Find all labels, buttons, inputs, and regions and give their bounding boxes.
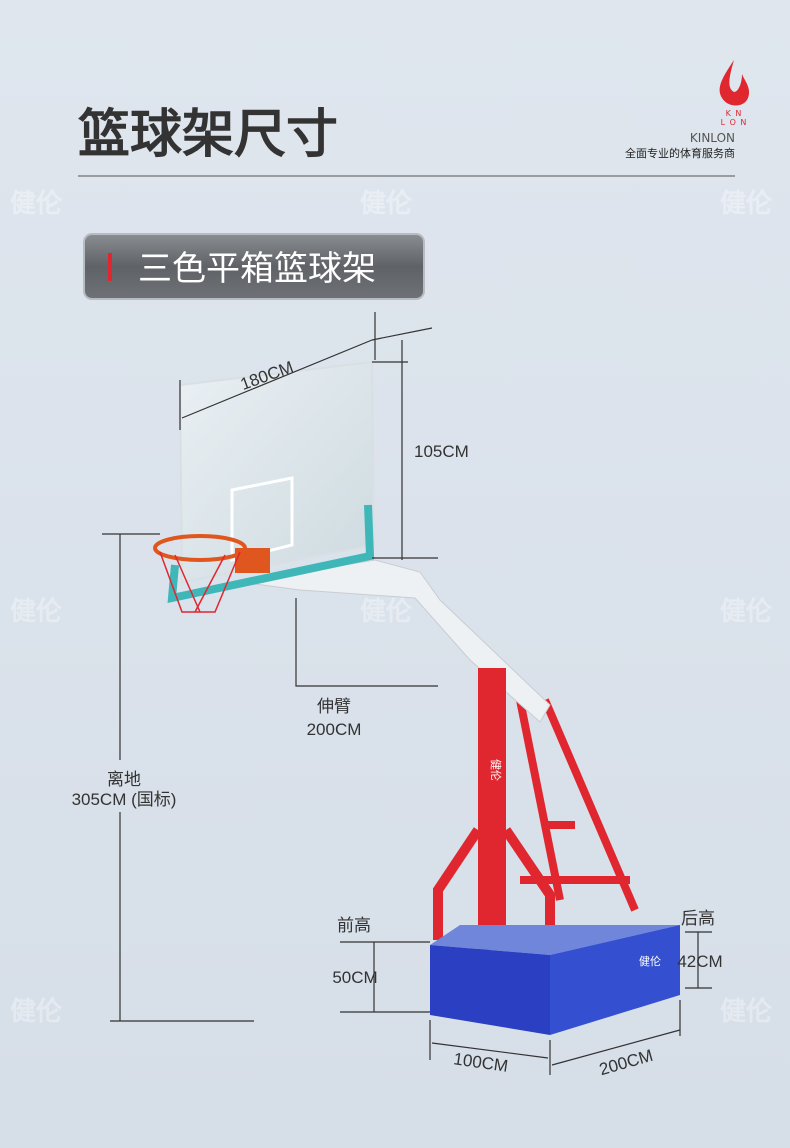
rear-height-label: 后高 <box>681 909 715 928</box>
logo-letters-bottom: L O N <box>721 118 748 127</box>
watermark-text: 健伦 <box>10 188 63 219</box>
watermark-text: 健伦 <box>10 996 63 1027</box>
base-front <box>430 945 550 1035</box>
backboard-target-box <box>230 476 294 562</box>
brand-name: KINLON <box>690 131 735 145</box>
brand-logo: K N L O N <box>719 60 750 127</box>
rear-height-value: 42CM <box>677 952 722 971</box>
backboard <box>178 360 376 584</box>
base-logo: 健伦 <box>639 954 661 968</box>
rim-height-label: 离地 <box>107 770 141 789</box>
basketball-stand: 健伦 健伦 <box>153 360 680 1035</box>
rear-braces <box>516 698 639 912</box>
badge-accent-bar <box>108 253 112 281</box>
watermarks: 健伦 健伦 健伦 健伦 健伦 健伦 健伦 健伦 <box>10 188 773 1027</box>
dimension-annotations: 180CM 105CM 伸臂 200CM 离地 305CM (国标) 前高 50… <box>72 312 723 1079</box>
arm-value: 200CM <box>307 720 362 739</box>
page-title: 篮球架尺寸 <box>78 105 338 165</box>
watermark-text: 健伦 <box>360 596 413 627</box>
arm <box>239 559 551 723</box>
base-top <box>430 925 680 955</box>
backboard-height-label: 105CM <box>414 442 469 461</box>
backboard-frame <box>167 504 375 604</box>
watermark-text: 健伦 <box>720 596 773 627</box>
rim <box>153 534 247 562</box>
pole-logo: 健伦 <box>489 759 503 781</box>
logo-letters-top: K N <box>726 109 743 118</box>
arm-label: 伸臂 <box>317 697 351 716</box>
brand-slogan: 全面专业的体育服务商 <box>625 146 735 160</box>
product-badge: 三色平箱篮球架 <box>83 233 425 300</box>
badge-label: 三色平箱篮球架 <box>138 249 376 289</box>
pole <box>478 668 506 950</box>
base-side <box>550 925 680 1035</box>
front-height-value: 50CM <box>332 968 377 987</box>
net <box>159 551 241 613</box>
rim-height-value: 305CM (国标) <box>72 790 177 809</box>
watermark-text: 健伦 <box>720 188 773 219</box>
front-height-label: 前高 <box>337 916 371 935</box>
watermark-text: 健伦 <box>360 188 413 219</box>
watermark-text: 健伦 <box>10 596 63 627</box>
flame-icon <box>719 60 750 106</box>
watermark-text: 健伦 <box>720 996 773 1027</box>
